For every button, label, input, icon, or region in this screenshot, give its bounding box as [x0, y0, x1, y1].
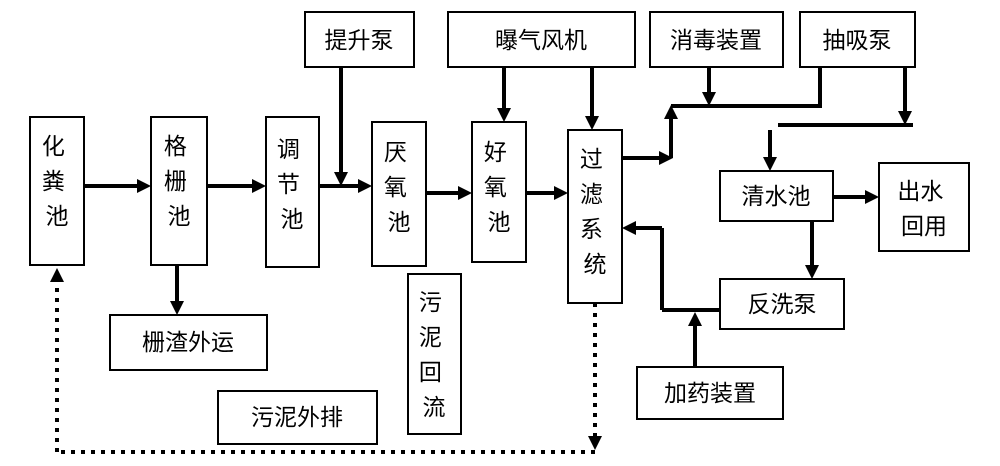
lift-pump-label: 提升泵: [325, 28, 394, 54]
junction-riser-head: [664, 105, 678, 119]
arrow-blower-filter-head: [585, 116, 599, 130]
dosing-device-label: 加药装置: [664, 381, 756, 407]
grille-residue-out-box: [109, 314, 268, 371]
anoxic-pool-label: 厌 氧 池: [384, 140, 414, 236]
arrow-clear-to-backwash-head: [805, 265, 819, 279]
disinfection-device-box: [649, 11, 784, 68]
arrow-aerobic-to-filter-head: [554, 186, 568, 200]
aerobic-pool-label: 好 氧 池: [484, 140, 514, 236]
aeration-blower-box: [447, 11, 636, 68]
arrow-disinfection-head: [702, 92, 716, 106]
backwash-pump-box: [719, 278, 845, 330]
sludge-discharge-label: 污泥外排: [251, 405, 343, 431]
arrow-blower-aerobic-head: [497, 108, 511, 122]
suction-pump-label: 抽吸泵: [823, 28, 892, 54]
arrow-grille-to-adjust-head: [252, 179, 266, 193]
dosing-device-box: [636, 366, 784, 420]
aerobic-pool-box: [471, 121, 527, 263]
septic-tank-label: 化 粪 池: [42, 134, 72, 230]
arrow-clear-to-outlet-head: [865, 190, 879, 204]
aeration-blower-label: 曝气风机: [495, 28, 587, 54]
outlet-reuse-label: 出水 回用: [897, 179, 950, 240]
grille-pool-label: 格 栅 池: [164, 134, 194, 230]
arrow-suction-right-head: [898, 111, 912, 125]
outlet-reuse-box: [878, 162, 970, 252]
backwash-pump-label: 反洗泵: [748, 292, 817, 318]
arrow-grille-residue-head: [170, 301, 184, 315]
adjust-pool-label: 调 节 池: [277, 137, 307, 233]
arrow-backwash-to-filter-head: [622, 221, 636, 235]
grille-residue-out-label: 栅渣外运: [142, 330, 234, 356]
filter-system-box: [567, 129, 623, 304]
arrow-dosing-head: [688, 312, 702, 326]
sludge-path-up-head: [50, 268, 64, 282]
lift-pump-box: [304, 11, 415, 68]
filter-system-label: 过 滤 系 统: [580, 147, 610, 278]
arrow-anoxic-to-aerobic-head: [458, 186, 472, 200]
arrow-to-clear-pool-head: [763, 157, 777, 171]
arrow-filter-out-head: [659, 151, 673, 165]
grille-pool-box: [150, 116, 208, 266]
sludge-return-label: 污 泥 回 流: [419, 290, 449, 421]
septic-tank-box: [29, 116, 85, 266]
sludge-path-down-head: [588, 436, 602, 450]
clear-pool-label: 清水池: [742, 184, 811, 210]
sludge-discharge-box: [217, 390, 378, 445]
arrow-adjust-to-anoxic-head: [358, 179, 372, 193]
suction-pump-box: [799, 11, 916, 68]
arrow-septic-to-grille-head: [137, 179, 151, 193]
disinfection-device-label: 消毒装置: [670, 28, 762, 54]
arrow-lift-pump-head: [334, 172, 348, 186]
sludge-return-box: [407, 273, 462, 435]
clear-pool-box: [719, 170, 834, 222]
adjust-pool-box: [265, 116, 320, 268]
